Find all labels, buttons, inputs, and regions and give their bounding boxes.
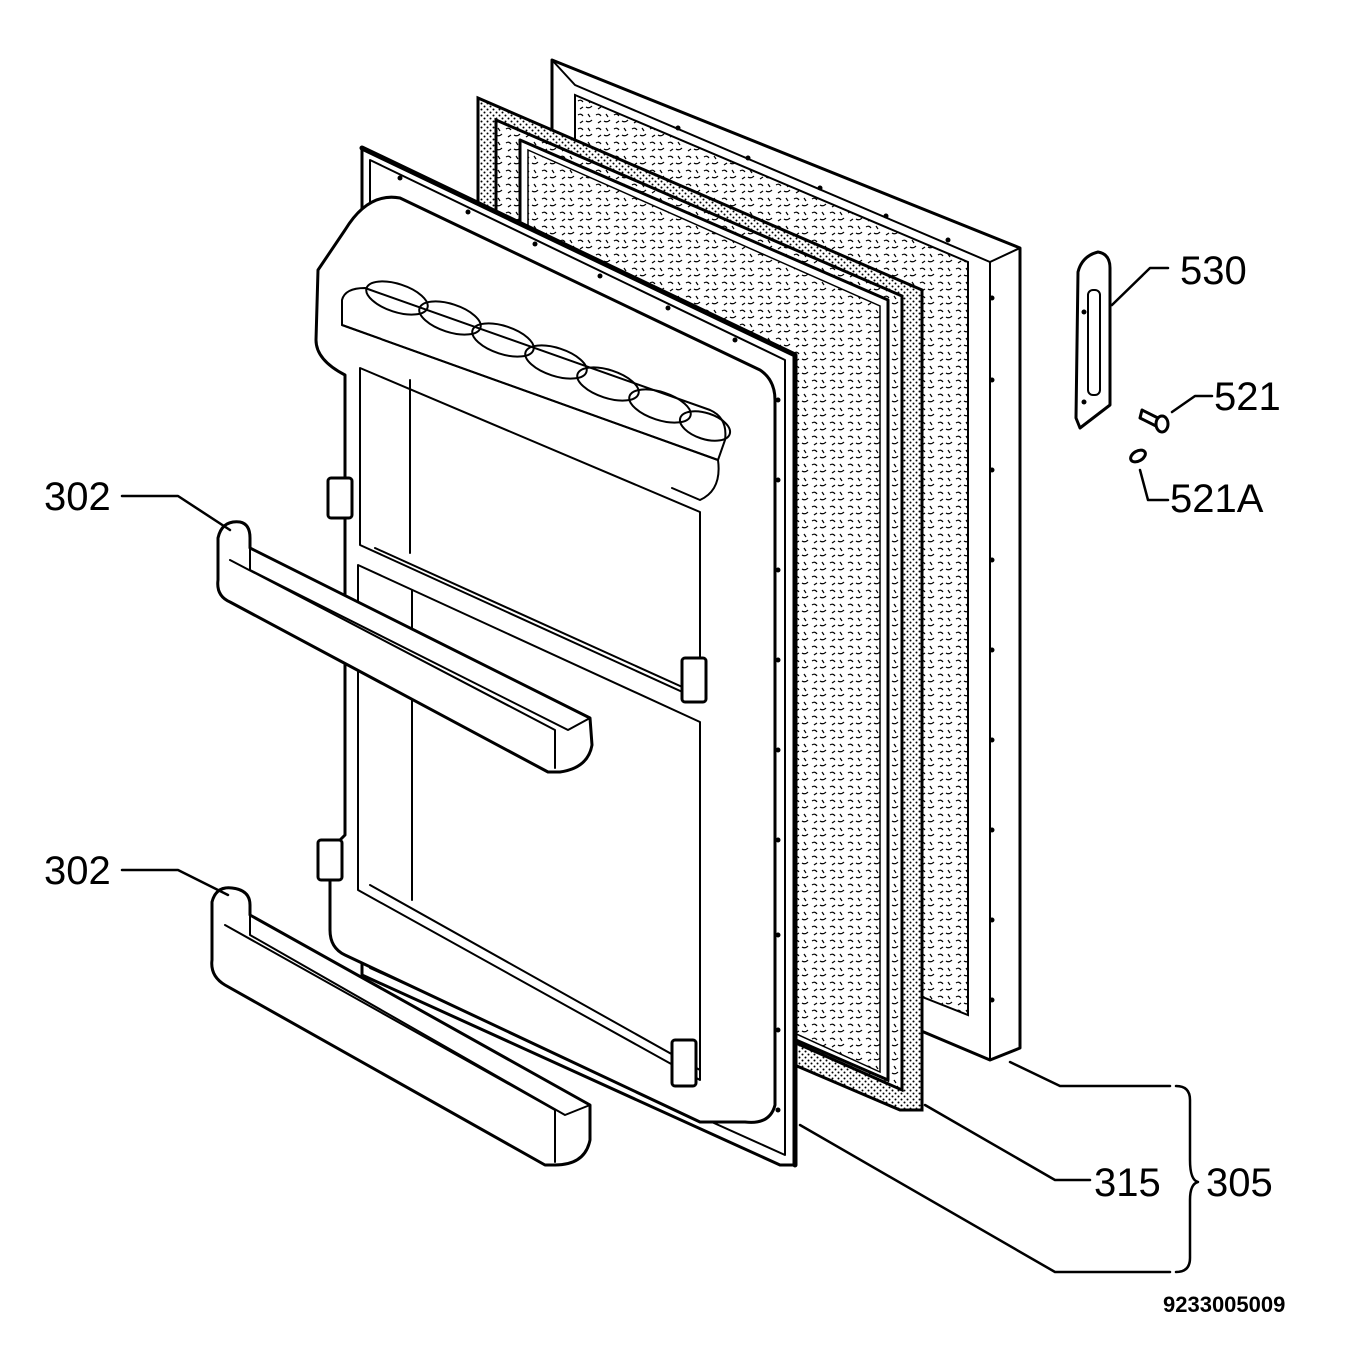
outer-panel-screw-holes (675, 125, 995, 1003)
label-302-lower: 302 (44, 849, 111, 893)
label-302-upper: 302 (44, 475, 111, 519)
screw (1138, 408, 1170, 434)
liner-screw-holes (397, 175, 781, 1113)
label-530: 530 (1180, 249, 1247, 293)
leader-lines (120, 266, 1214, 1274)
egg-cups (365, 280, 732, 442)
drawing-code: 9233005009 (1163, 1292, 1285, 1317)
upper-door-shelf (216, 520, 594, 774)
lower-door-shelf (210, 886, 592, 1167)
label-315: 315 (1094, 1161, 1161, 1205)
inner-door-liner (314, 195, 777, 1124)
label-521: 521 (1214, 375, 1281, 419)
label-521a: 521A (1170, 477, 1264, 521)
label-305: 305 (1206, 1161, 1273, 1205)
washer (1129, 448, 1147, 464)
hinge-bracket (1074, 250, 1112, 430)
